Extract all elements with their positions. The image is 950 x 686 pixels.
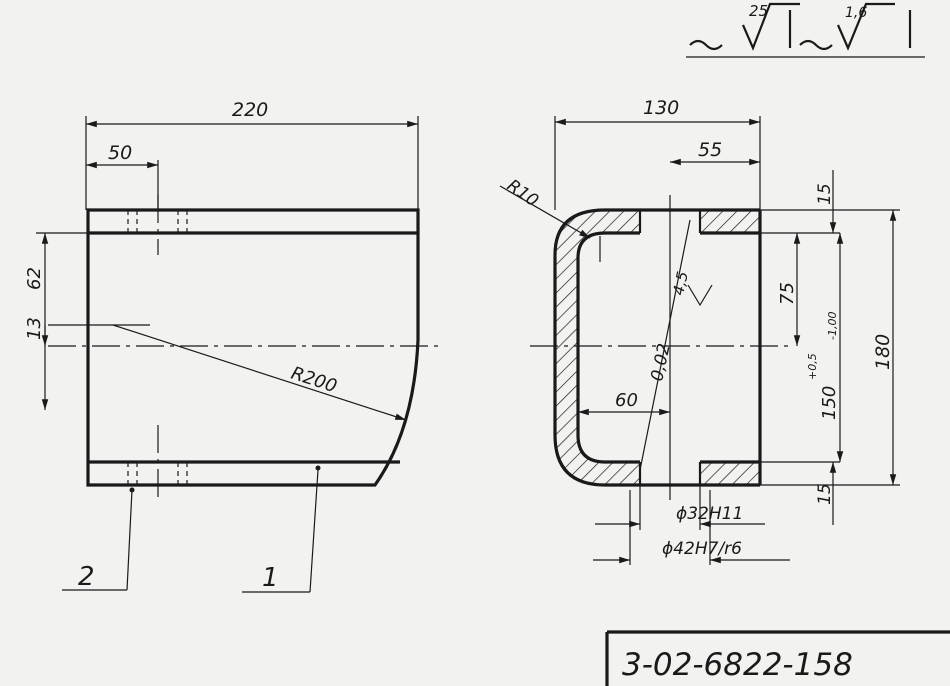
dim-150-tol-lower: -1,00 [826,312,839,340]
dim-180: 180 [872,334,894,370]
dim-150-tol-upper: +0,5 [806,353,819,380]
roughness-value-1: 25 [749,2,768,20]
surface-roughness-symbols: 25 1,6 [686,2,925,58]
dim-inner-55: 55 [698,139,722,161]
bore-phi42-h7-r6: ϕ42H7/r6 [662,539,742,559]
dim-bottom-wall-15: 15 [815,483,835,505]
diag-note-4-5: 4,5 [669,270,692,297]
dim-top-wall-15: 15 [815,183,835,205]
title-block: 3-02-6822-158 [605,630,950,686]
dim-150: 150 [819,386,840,420]
dim-vertical-62: 62 [24,267,45,290]
right-view: 130 55 R10 60 0,02 4,5 15 15 75 15 [499,97,900,565]
dim-radius-r10: R10 [503,176,542,212]
flatness-0-02: 0,02 [647,342,674,383]
dim-offset-50: 50 [108,142,132,164]
roughness-value-2: 1,6 [845,5,867,21]
drawing-number: 3-02-6822-158 [622,647,853,683]
dim-width-220: 220 [232,99,268,121]
section-hatch [555,210,640,485]
dim-width-130: 130 [643,97,679,119]
dim-radius-r200: R200 [288,363,339,397]
left-view: 220 50 62 13 R200 2 1 [24,99,440,593]
callout-2: 2 [78,562,95,592]
callout-1: 1 [262,563,279,593]
dim-60: 60 [615,390,638,411]
dim-vertical-13: 13 [24,317,45,340]
dim-75: 75 [777,282,798,305]
